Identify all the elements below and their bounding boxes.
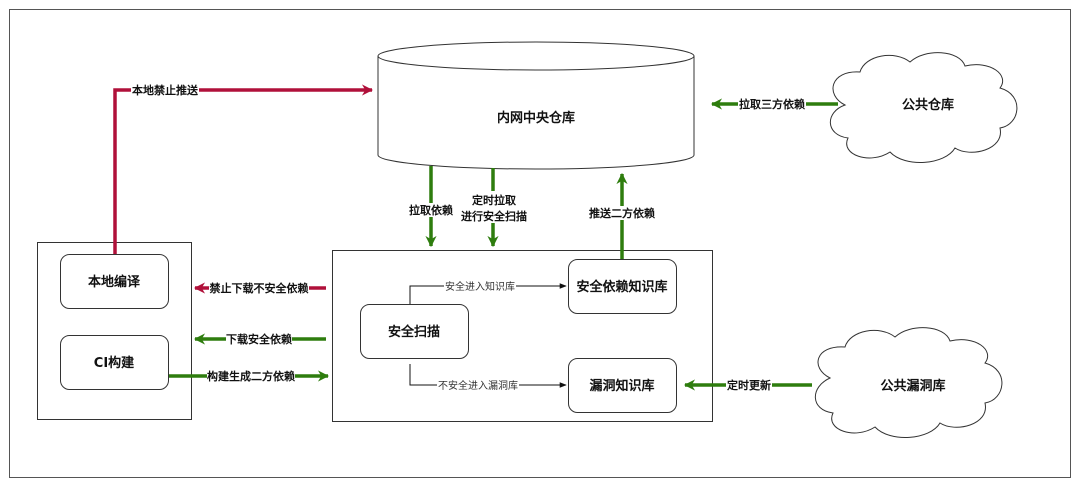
edge-label: 安全进入知识库 <box>445 280 515 293</box>
public-repo-node[interactable]: 公共仓库 <box>829 52 1018 163</box>
public-vuln-db-label: 公共漏洞库 <box>880 378 945 394</box>
public-vuln-db-node[interactable]: 公共漏洞库 <box>814 327 1003 438</box>
security-scan-node[interactable]: 安全扫描 <box>360 304 469 359</box>
edge-label: 本地禁止推送 <box>132 83 199 97</box>
edge-scheduled-update: 定时更新 <box>683 378 812 392</box>
edge-label: 推送二方依赖 <box>589 206 655 220</box>
ci-build-node[interactable]: CI构建 <box>60 335 169 390</box>
central-repo-node[interactable]: 内网中央仓库 <box>377 41 695 170</box>
cylinder-top <box>377 41 695 71</box>
public-repo-label: 公共仓库 <box>902 97 954 113</box>
central-repo-label: 内网中央仓库 <box>497 110 575 126</box>
local-build-label: 本地编译 <box>88 274 141 290</box>
vuln-kb-node[interactable]: 漏洞知识库 <box>568 358 677 413</box>
edge-label: 定时更新 <box>727 378 771 392</box>
safe-kb-label: 安全依赖知识库 <box>576 279 667 295</box>
safe-kb-node[interactable]: 安全依赖知识库 <box>568 259 677 314</box>
local-build-node[interactable]: 本地编译 <box>60 254 169 309</box>
edge-label: 不安全进入漏洞库 <box>438 379 518 392</box>
cloud-shape <box>814 327 1003 438</box>
security-scan-label: 安全扫描 <box>388 324 440 340</box>
edge-push-second-party: 推送二方依赖 <box>586 172 658 259</box>
edge-label: 进行安全扫描 <box>461 209 527 223</box>
ci-build-label: CI构建 <box>94 355 134 371</box>
edge-pull-third-party: 拉取三方依赖 <box>710 97 838 111</box>
cloud-shape <box>829 52 1018 163</box>
edge-label: 拉取三方依赖 <box>739 97 805 111</box>
edge-pull-deps: 拉取依赖 <box>405 166 457 248</box>
edge-safe-to-kb: 安全进入知识库 <box>409 280 567 304</box>
vuln-kb-label: 漏洞知识库 <box>589 378 654 394</box>
edge-unsafe-to-vuln: 不安全进入漏洞库 <box>409 364 567 392</box>
edge-label: 禁止下载不安全依赖 <box>210 281 309 295</box>
edge-local-push-forbidden: 本地禁止推送 <box>113 83 374 254</box>
edge-download-safe: 下载安全依赖 <box>193 332 326 346</box>
edge-label: 构建生成二方依赖 <box>207 369 295 383</box>
edge-scheduled-pull: 定时拉取 进行安全扫描 <box>460 168 528 248</box>
edge-label: 定时拉取 <box>472 193 516 207</box>
edge-forbid-unsafe-download: 禁止下载不安全依赖 <box>193 281 326 295</box>
cylinder-body <box>377 56 695 170</box>
edge-label: 拉取依赖 <box>409 203 453 217</box>
edge-label: 下载安全依赖 <box>226 332 292 346</box>
edge-build-second-party: 构建生成二方依赖 <box>169 369 330 383</box>
